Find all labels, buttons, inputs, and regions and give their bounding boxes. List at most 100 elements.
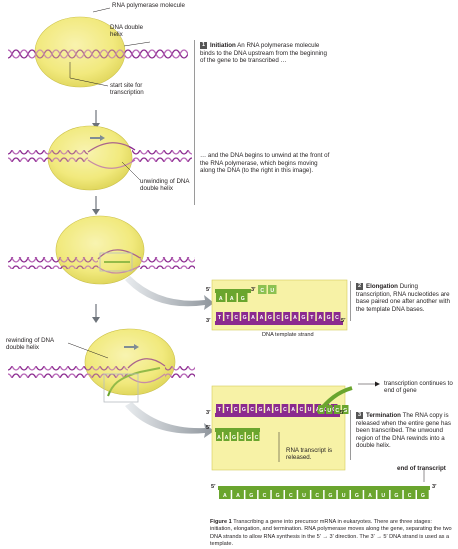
- incoming-nucleotide-letter: C: [260, 288, 264, 294]
- stage2-figure: [8, 215, 195, 285]
- term-template-base-tooth: [216, 404, 223, 413]
- rna-base-tooth: [238, 293, 248, 302]
- term-rna-base-tooth: [216, 432, 222, 441]
- template-base-tooth: [325, 312, 333, 321]
- term-rna-base-tooth: [223, 432, 230, 441]
- term-template-base-letter: C: [283, 407, 287, 413]
- start-site-label: start site for transcription: [110, 82, 144, 97]
- dna-helix-4a: [8, 366, 128, 378]
- final-transcript-base-tooth: [311, 490, 324, 499]
- stage3-figure: [8, 328, 195, 403]
- zoom-arrow-2: [125, 276, 214, 310]
- final-5prime: 5′: [211, 484, 216, 490]
- final-transcript-base-tooth: [245, 490, 258, 499]
- term-template-base-tooth: [273, 404, 281, 413]
- final-transcript-base-tooth: [324, 490, 337, 499]
- transcription-continues-label: transcription continues to end of gene: [384, 380, 453, 395]
- term-template-base-tooth: [281, 404, 289, 413]
- figure-caption: Figure 1 Transcribing a gene into precur…: [210, 519, 452, 547]
- stage1-figure: [8, 16, 188, 88]
- term-template-base-tooth: [240, 404, 248, 413]
- template-base-letter: G: [301, 315, 305, 321]
- incoming-nucleotide-letter: U: [270, 288, 274, 294]
- template-base-tooth: [224, 312, 232, 321]
- rna-polymerase-4: [84, 328, 176, 396]
- template-base-letter: T: [310, 315, 314, 321]
- final-transcript-base-tooth: [403, 490, 416, 499]
- template-base-tooth: [249, 312, 257, 321]
- term-template-base-tooth: [322, 404, 330, 413]
- term-rna-tail-base-tooth: [334, 405, 341, 414]
- term-rna-base-tooth: [253, 432, 260, 441]
- final-3prime: 3′: [432, 484, 437, 490]
- end-of-transcript-label: end of transcript: [397, 465, 446, 472]
- final-transcript-base-letter: U: [342, 493, 346, 499]
- term-template-base-letter: G: [258, 407, 262, 413]
- term-rna-tail-base-tooth: [318, 405, 325, 414]
- term-rna-base-letter: G: [232, 435, 236, 441]
- term-template-base-letter: C: [299, 407, 303, 413]
- incoming-nucleotide-tooth: [268, 285, 277, 294]
- term-rna-tail-base-letter: G: [319, 408, 323, 414]
- template-base-letter: A: [293, 315, 297, 321]
- template-base-tooth: [274, 312, 282, 321]
- term-rna-base-tooth: [231, 432, 237, 441]
- dna-helix-2b: [132, 150, 192, 162]
- arrow-down-3: [92, 304, 100, 323]
- term-rna-base-tooth: [246, 432, 252, 441]
- final-transcript-base-tooth: [219, 490, 231, 499]
- template-base-letter: G: [268, 315, 272, 321]
- dna-template-strand-label: DNA template strand: [262, 332, 314, 338]
- term-template-base-letter: G: [324, 407, 328, 413]
- rna-transcript-released-label: RNA transcript is released.: [286, 447, 333, 462]
- term-template-base-tooth: [232, 404, 240, 413]
- term-rna-tail-base-tooth: [326, 405, 333, 414]
- elong-3prime-bottom: 3′: [206, 318, 211, 324]
- rna-base-letter: A: [219, 296, 223, 302]
- term-rna-base-letter: A: [217, 435, 221, 441]
- term-template-base-letter: U: [308, 407, 312, 413]
- direction-arrow-2: [90, 135, 105, 141]
- term-template-base-letter: C: [250, 407, 254, 413]
- term-template-base-tooth: [306, 404, 313, 413]
- term-template-base-tooth: [289, 404, 297, 413]
- stage1b-figure: [8, 125, 192, 191]
- template-base-tooth: [283, 312, 291, 321]
- final-transcript-base-tooth: [377, 490, 390, 499]
- term-template-base-letter: A: [267, 407, 271, 413]
- template-base-letter: G: [243, 315, 247, 321]
- term-template-base-letter: C: [234, 407, 238, 413]
- dna-helix-3b: [140, 257, 195, 269]
- term-rna-tail-base-letter: U: [327, 408, 331, 414]
- term-rna-tail-base-letter: G: [343, 408, 347, 414]
- term-template-base-letter: A: [291, 407, 295, 413]
- elong-5prime-bottom: 5′: [341, 318, 346, 324]
- rna-base-tooth: [216, 293, 226, 302]
- template-base-letter: T: [226, 315, 230, 321]
- template-base-tooth: [333, 312, 341, 321]
- final-transcript-base-letter: G: [394, 493, 398, 499]
- template-base-tooth: [308, 312, 316, 321]
- final-transcript-base-letter: C: [408, 493, 412, 499]
- template-base-tooth: [300, 312, 307, 321]
- final-transcript-base-letter: G: [355, 493, 359, 499]
- dna-helix-4b: [165, 366, 195, 378]
- term-template-base-letter: G: [275, 407, 279, 413]
- final-transcript-base-letter: A: [368, 493, 372, 499]
- final-transcript-base-tooth: [285, 490, 297, 499]
- term-5prime-mid: 5′: [206, 425, 211, 431]
- term-3prime-top: 3′: [206, 410, 211, 416]
- term-rna-base-tooth: [238, 432, 245, 441]
- final-transcript-base-letter: G: [328, 493, 332, 499]
- term-template-base-letter: G: [242, 407, 246, 413]
- term-rna-base-letter: C: [255, 435, 259, 441]
- rna-base-letter: A: [230, 296, 234, 302]
- term-template-base-letter: T: [226, 407, 230, 413]
- term-rna-base-letter: A: [225, 435, 229, 441]
- template-base-tooth: [216, 312, 223, 321]
- elong-3prime-top: 3′: [251, 287, 256, 293]
